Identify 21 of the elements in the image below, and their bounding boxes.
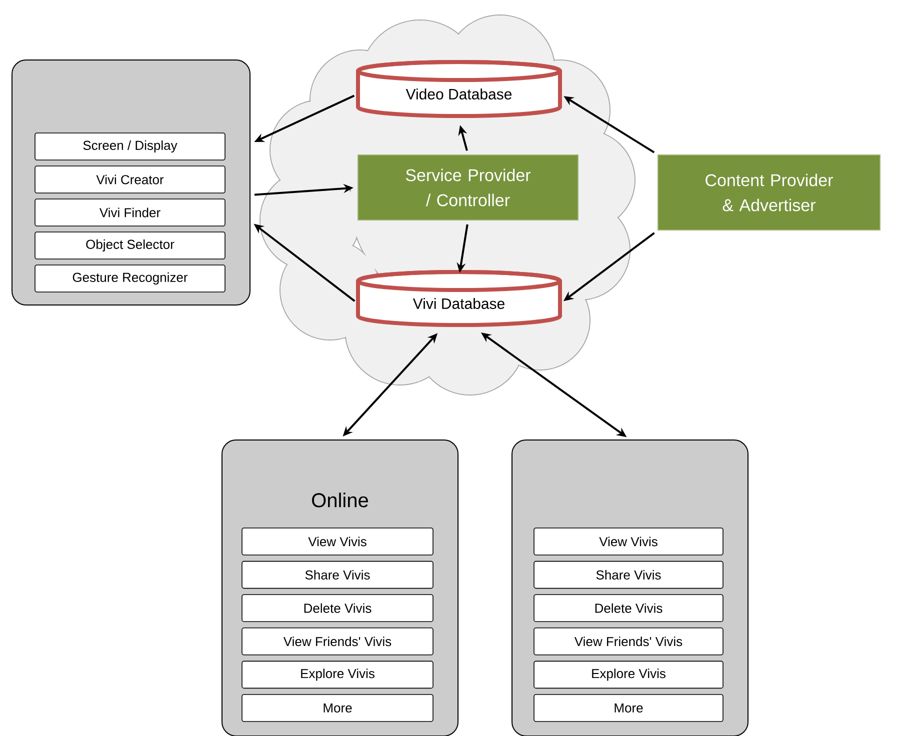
list-item-box: Object Selector: [34, 232, 226, 260]
list-item-box: Share Vivis: [534, 560, 724, 589]
list-item-box: Screen / Display: [34, 132, 226, 160]
process-box: Content Provider & Advertiser: [658, 154, 880, 230]
list-item-box: Vivi Finder: [34, 198, 226, 226]
list-item-box: Share Vivis: [242, 560, 434, 589]
process-box: Service Provider / Controller: [358, 154, 578, 220]
list-item-box: View Vivis: [534, 528, 724, 556]
list-item-box: View Friends' Vivis: [242, 628, 434, 656]
list-item-box: View Friends' Vivis: [534, 628, 724, 656]
list-item-box: Vivi Creator: [34, 166, 226, 194]
list-item-box: Explore Vivis: [534, 660, 724, 689]
list-item-box: More: [534, 694, 724, 722]
list-item-box: More: [242, 694, 434, 722]
list-item-box: Delete Vivis: [242, 594, 434, 622]
database-cylinder: Video Database: [356, 60, 562, 118]
list-item-box: View Vivis: [242, 528, 434, 556]
list-item-box: Gesture Recognizer: [34, 264, 226, 292]
list-item-box: Delete Vivis: [534, 594, 724, 622]
list-item-box: Explore Vivis: [242, 660, 434, 689]
database-cylinder: Vivi Database: [356, 270, 562, 327]
